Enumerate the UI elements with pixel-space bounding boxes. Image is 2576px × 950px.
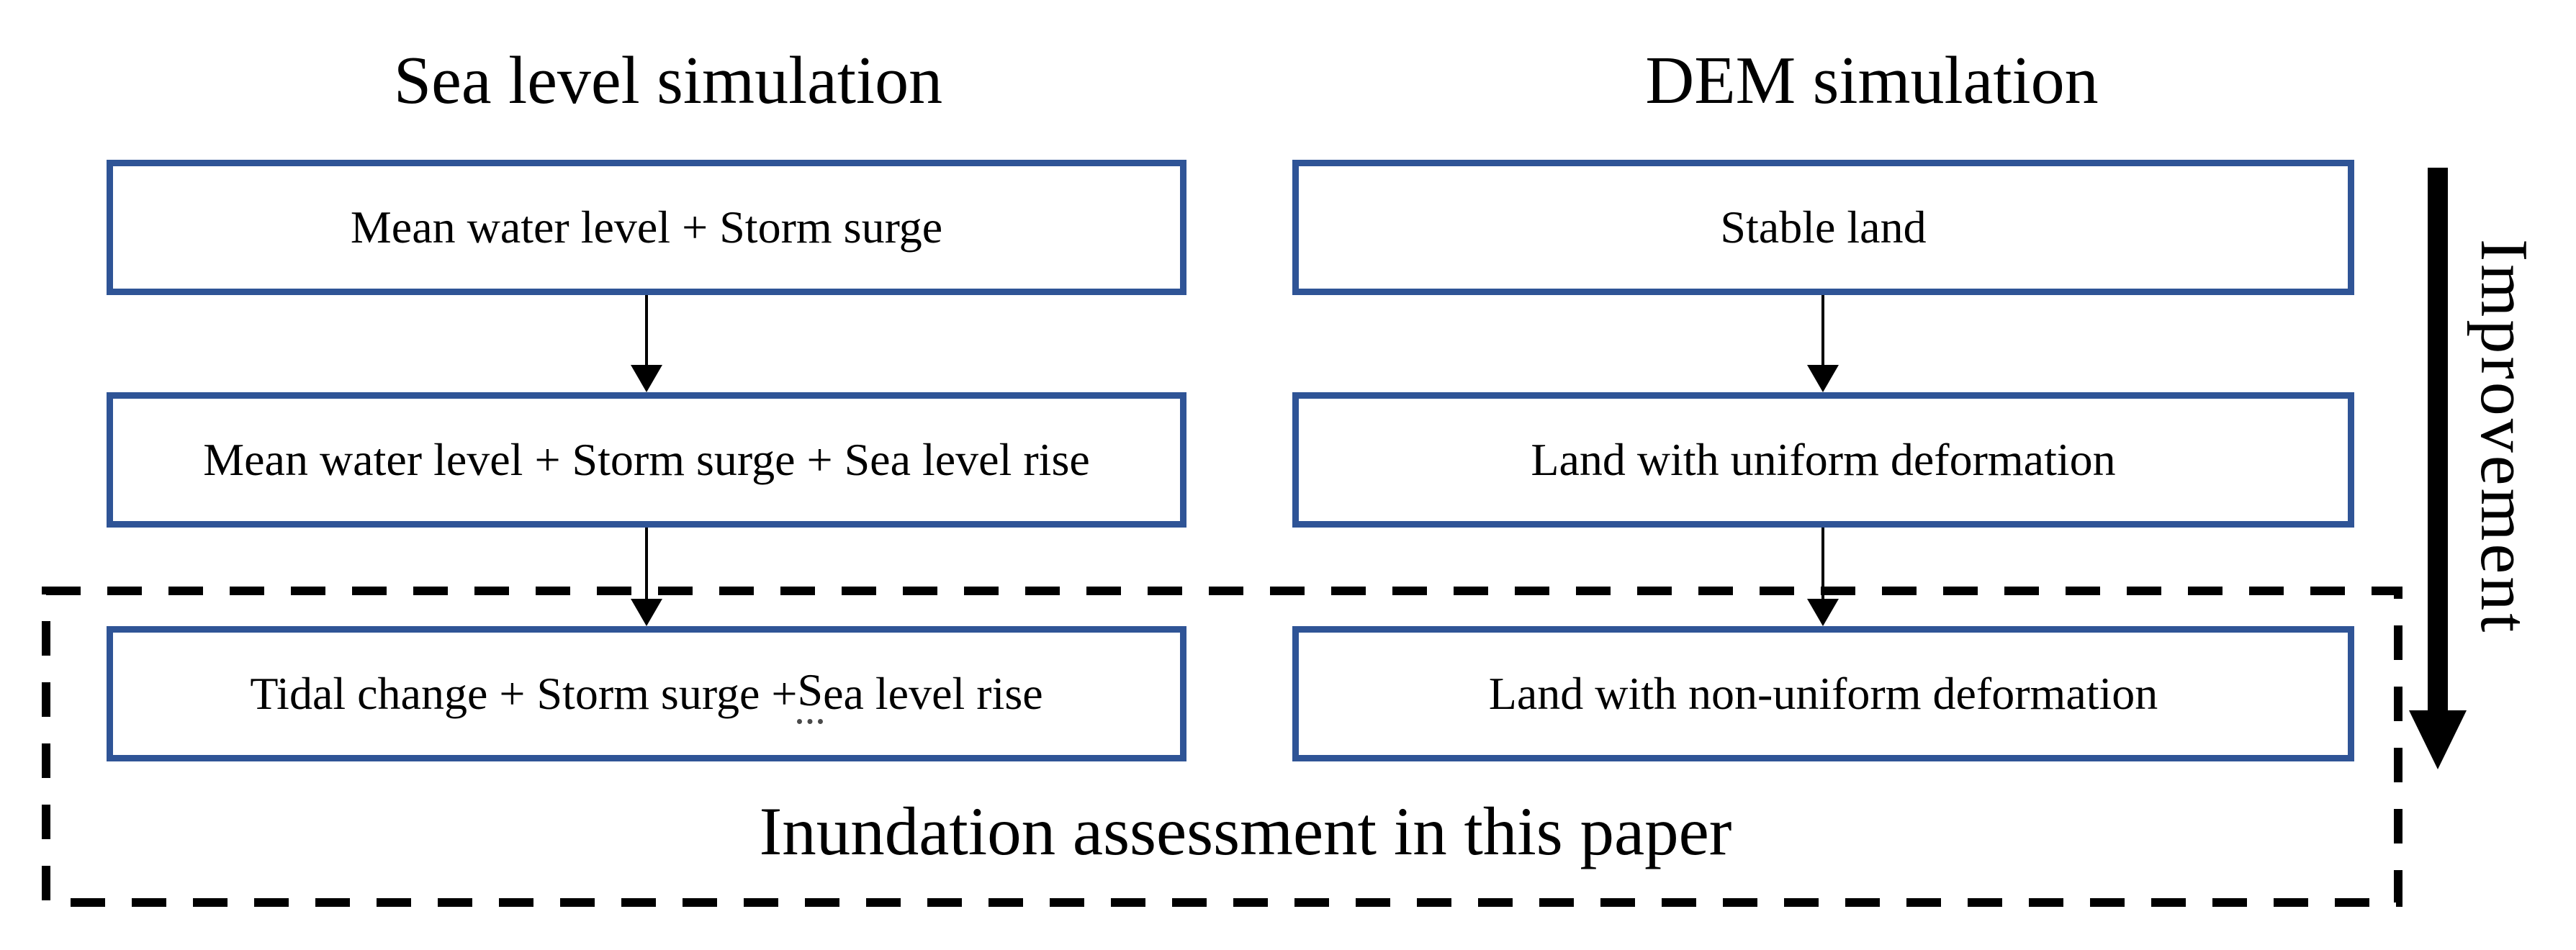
box3-text-pre: Tidal change + Storm surge +: [250, 668, 798, 719]
box-stable-land: Stable land: [1292, 160, 2354, 295]
arrowhead-down-icon: [1807, 599, 1839, 626]
improvement-label: Improvement: [2467, 239, 2541, 635]
box3-text-post: ea level rise: [823, 668, 1043, 719]
arrowhead-down-icon: [631, 365, 662, 392]
box-land-uniform-deformation: Land with uniform deformation: [1292, 392, 2354, 528]
box-land-non-uniform-deformation: Land with non-uniform deformation: [1292, 626, 2354, 761]
sea-level-simulation-title: Sea level simulation: [393, 43, 943, 118]
arrow-shaft: [645, 295, 648, 366]
improvement-arrowhead-down-icon: [2409, 710, 2467, 769]
arrow-sea-box1-to-box2: [631, 295, 662, 392]
arrow-dem-box2-to-box3: [1807, 528, 1839, 626]
arrow-dem-box1-to-box2: [1807, 295, 1839, 392]
box-mean-water-level-storm-surge: Mean water level + Storm surge: [107, 160, 1186, 295]
box3-spellcheck-letter: S: [797, 664, 824, 724]
arrow-sea-box2-to-box3: [631, 528, 662, 626]
arrow-shaft: [1821, 295, 1824, 366]
arrow-shaft: [645, 528, 648, 600]
improvement-arrow-shaft: [2428, 168, 2448, 710]
box-mean-water-level-storm-surge-sea-level-rise: Mean water level + Storm surge + Sea lev…: [107, 392, 1186, 528]
inundation-assessment-caption: Inundation assessment in this paper: [759, 793, 1732, 869]
arrow-shaft: [1821, 528, 1824, 600]
dem-simulation-title: DEM simulation: [1645, 43, 2099, 118]
arrowhead-down-icon: [631, 599, 662, 626]
arrowhead-down-icon: [1807, 365, 1839, 392]
